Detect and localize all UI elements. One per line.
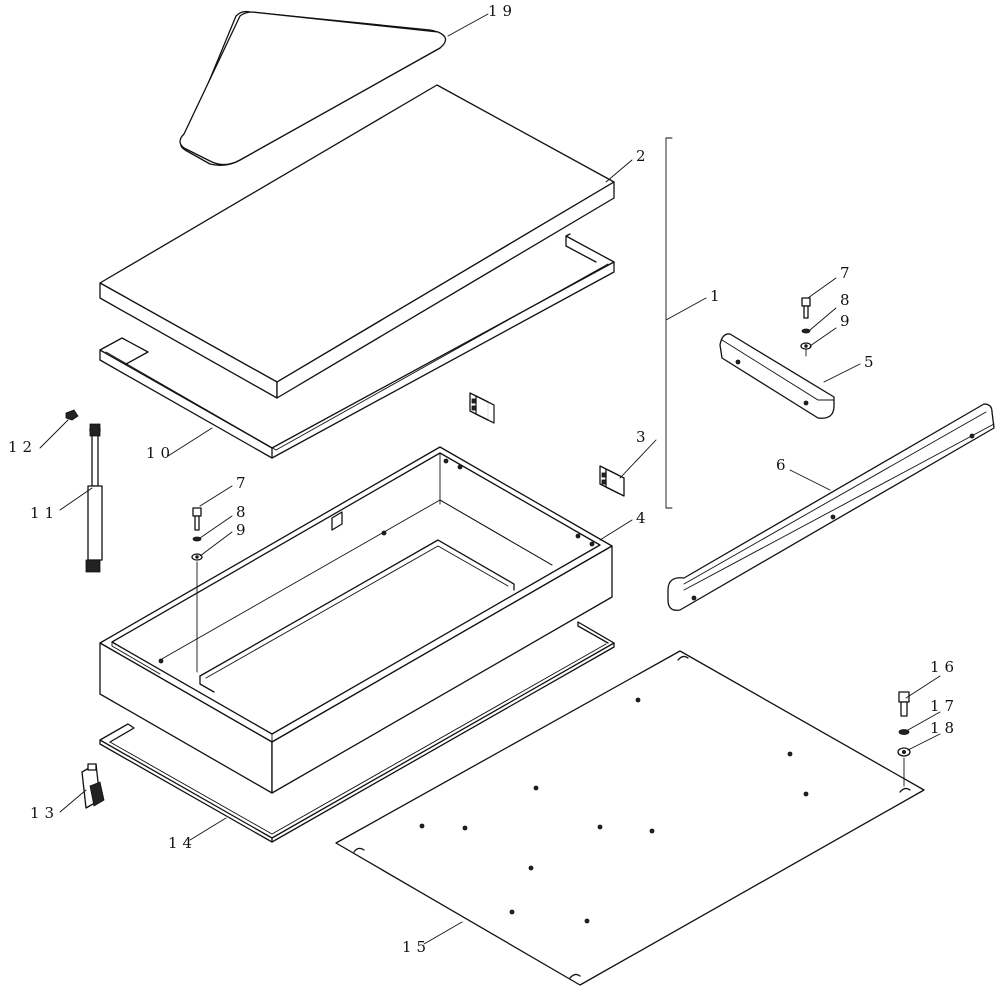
callout-8-left: 8 — [236, 503, 251, 521]
part-11-gas-strut — [85, 423, 103, 573]
callout-7-right: 7 — [840, 264, 855, 282]
callout-8-right: 8 — [840, 291, 855, 309]
callout-3: 3 — [636, 428, 651, 446]
callout-9-left: 9 — [236, 521, 251, 539]
part-2-top-cushion — [99, 84, 615, 399]
part-19-decal-outline — [179, 11, 447, 166]
fastener-stack-base — [897, 691, 911, 787]
callout-4: 4 — [636, 509, 651, 527]
part-12-nut — [65, 409, 79, 421]
part-3-hinge-lower — [599, 465, 625, 497]
callout-7-left: 7 — [236, 474, 251, 492]
part-4-box — [99, 446, 613, 794]
part-15-base-plate — [335, 650, 925, 986]
callout-14: 14 — [168, 834, 197, 852]
callout-9-right: 9 — [840, 312, 855, 330]
callout-11: 11 — [30, 504, 59, 522]
callout-10: 10 — [146, 444, 175, 462]
callout-1: 1 — [710, 287, 725, 305]
fastener-stack-right — [800, 297, 812, 357]
base-plate-studs — [419, 697, 809, 924]
leader-lines — [39, 13, 941, 945]
fastener-stack-left — [191, 507, 203, 673]
callout-18: 18 — [930, 719, 959, 737]
part-14-bottom-gasket — [99, 621, 615, 843]
callout-12: 12 — [8, 438, 37, 456]
callout-labels: 19 2 1 3 4 5 6 7 8 9 7 8 9 10 11 12 13 1… — [8, 2, 959, 956]
assembly-bracket-1 — [665, 137, 673, 509]
callout-5: 5 — [864, 353, 879, 371]
part-3-hinge-upper — [469, 392, 495, 424]
callout-2: 2 — [636, 147, 651, 165]
callout-13: 13 — [30, 804, 59, 822]
part-5-short-bracket — [719, 333, 835, 419]
callout-15: 15 — [402, 938, 431, 956]
callout-6: 6 — [776, 456, 791, 474]
part-6-long-bracket — [667, 403, 995, 611]
callout-16: 16 — [930, 658, 959, 676]
part-13-latch — [81, 763, 105, 809]
callout-19: 19 — [488, 2, 517, 20]
part-10-lid-frame — [99, 233, 615, 459]
callout-17: 17 — [930, 697, 959, 715]
